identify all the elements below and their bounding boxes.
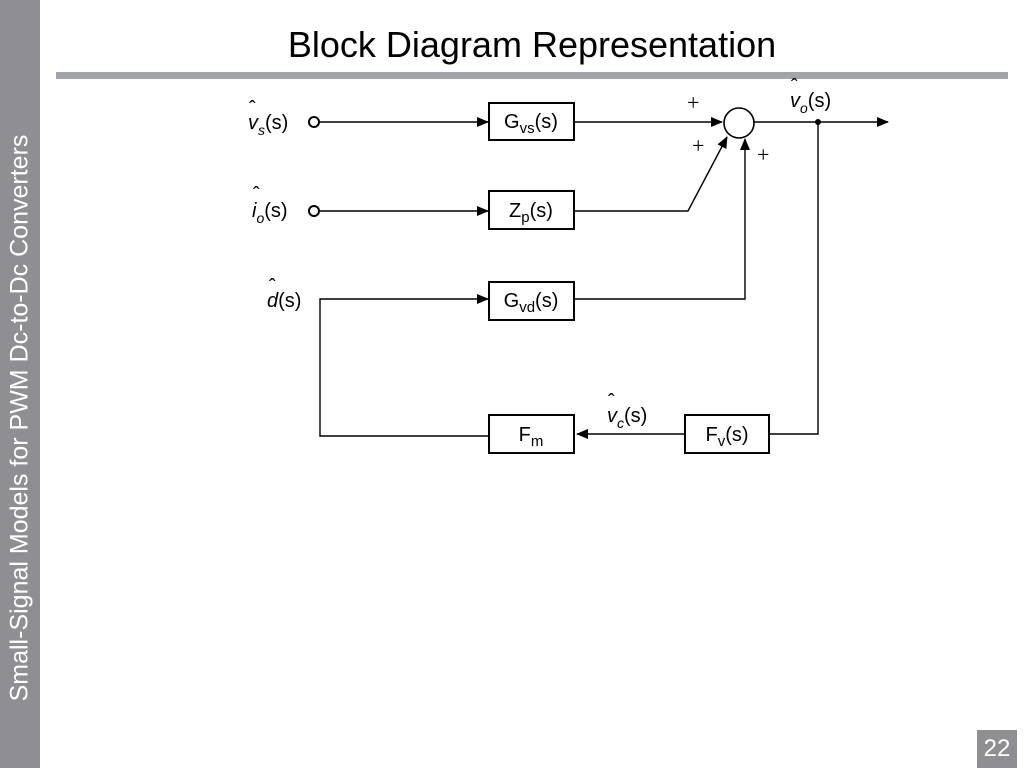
block-fm: [488, 414, 575, 454]
sum-sign-bottom: +: [757, 142, 769, 167]
sum-sign-left: +: [692, 133, 704, 158]
block-gvd-label: Gvd(s): [504, 290, 559, 316]
input-io-hat: ˆ: [253, 184, 260, 206]
input-io-label: io(s): [252, 200, 288, 226]
block-zp-label: Zp(s): [509, 200, 553, 226]
input-vs-terminal: [308, 116, 320, 128]
control-vc-label: vc(s): [607, 405, 647, 431]
block-gvs: [488, 102, 575, 141]
wire-gvd-to-sum: [575, 138, 750, 300]
input-d-hat: ˆ: [269, 276, 276, 298]
wire-zp-to-sum: [575, 136, 728, 212]
input-vs-hat: ˆ: [249, 98, 256, 120]
block-fv: [684, 414, 770, 454]
block-fv-label: Fv(s): [705, 424, 748, 450]
sidebar: Small-Signal Models for PWM Dc-to-Dc Con…: [0, 0, 40, 768]
block-zp: [488, 190, 575, 230]
input-io-terminal: [308, 205, 320, 217]
block-gvd: [488, 281, 575, 321]
slide-title: Block Diagram Representation: [287, 24, 777, 65]
summing-junction: [723, 107, 755, 139]
sum-sign-top: +: [687, 90, 699, 115]
output-vo-hat: ˆ: [791, 76, 798, 98]
block-gvs-label: Gvs(s): [504, 111, 558, 137]
input-vs-label: vs(s): [248, 112, 288, 138]
page-number-badge: 22: [977, 730, 1017, 768]
input-d-label: d(s): [267, 290, 301, 312]
wire-feedback-to-fv: [770, 122, 819, 435]
title-divider: [56, 72, 1008, 79]
output-vo-label: vo(s): [790, 90, 831, 116]
wire-fm-to-gvd: [319, 294, 489, 437]
block-fm-label: Fm: [519, 424, 544, 450]
control-vc-hat: ˆ: [608, 391, 615, 413]
